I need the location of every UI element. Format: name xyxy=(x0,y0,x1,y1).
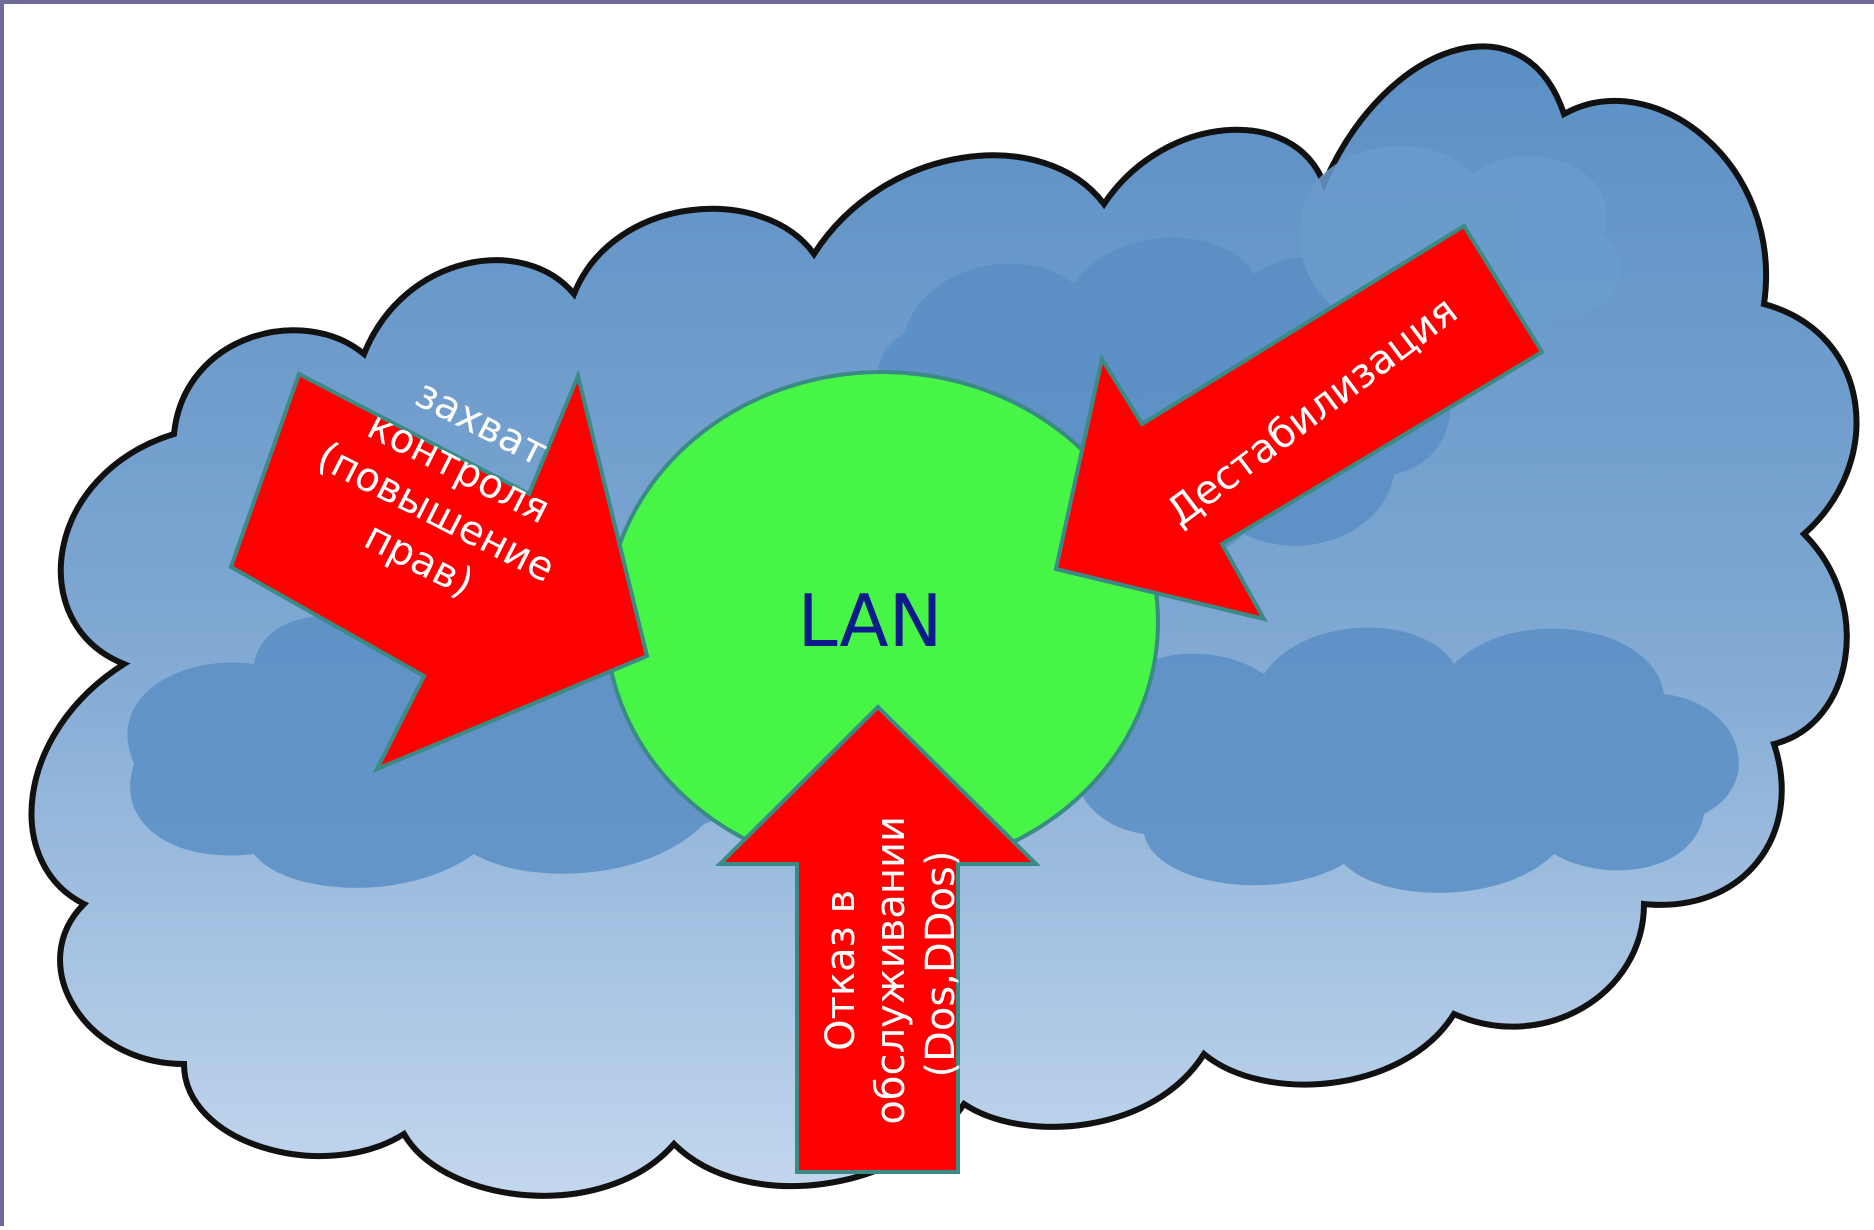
arrow-label-dos-line: Отказ в xyxy=(818,890,864,1051)
threat-arrow-dos: Отказ в обслуживании (Dos,DDos) xyxy=(715,704,1041,1174)
network-threats-diagram: LAN захват контроля (повышение прав) Дес… xyxy=(28,43,1860,1199)
arrow-shape-destab xyxy=(1053,223,1545,623)
arrow-shape-dos xyxy=(715,704,1041,1174)
arrow-label-dos-line: обслуживании xyxy=(868,816,914,1125)
arrow-label-dos-line: (Dos,DDos) xyxy=(918,851,964,1078)
arrow-label-dos: Отказ в обслуживании (Dos,DDos) xyxy=(818,803,964,1124)
threat-arrow-control: захват контроля (повышение прав) xyxy=(228,369,650,773)
arrow-shape-control xyxy=(228,369,650,773)
lan-label: LAN xyxy=(798,579,943,663)
